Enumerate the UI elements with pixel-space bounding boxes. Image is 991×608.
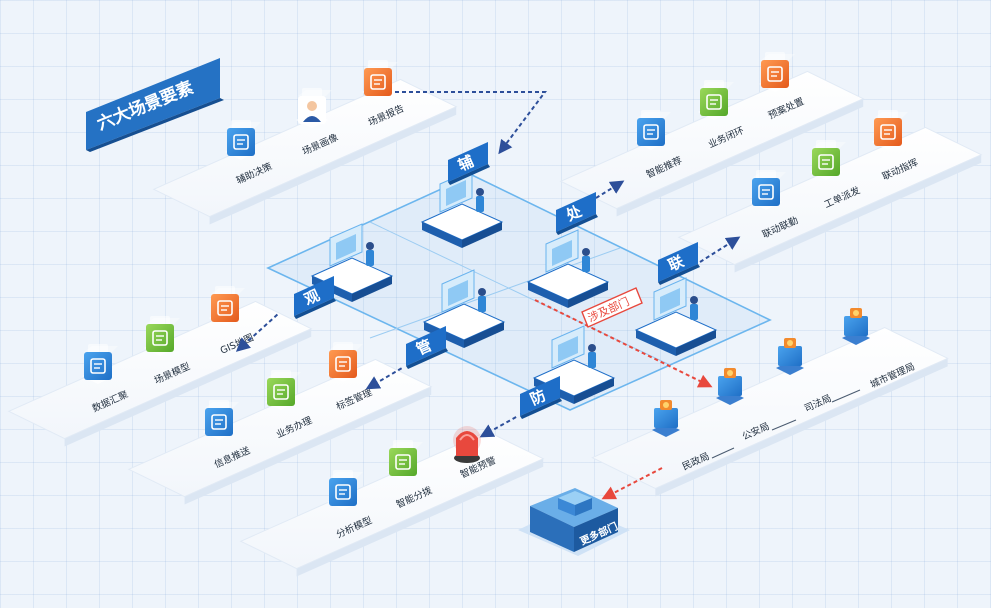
central-label-guan-observe-text: 观 xyxy=(301,286,322,309)
central-label-lian: 联 xyxy=(658,242,700,285)
panel-fang-icon-0 xyxy=(327,470,363,510)
panel-guan-manage-icon-1 xyxy=(265,370,301,410)
diamond-axis-b xyxy=(369,247,621,339)
alarm-light-icon xyxy=(453,426,481,463)
central-label-guan-manage-text: 管 xyxy=(413,336,434,359)
panel-lian-icon-2 xyxy=(872,110,908,150)
panel-fu-icon-2 xyxy=(362,60,398,100)
panel-fang-icon-1 xyxy=(387,440,423,480)
station-core xyxy=(422,269,506,348)
connector-involved xyxy=(534,299,713,388)
station-fu xyxy=(420,169,504,248)
panel-chu-icon-1 xyxy=(698,80,734,120)
connector-lian xyxy=(699,236,741,263)
title-banner: 六大场景要素 xyxy=(86,58,224,152)
central-label-guan-manage: 管 xyxy=(406,326,448,369)
central-label-guan-observe: 观 xyxy=(294,276,336,319)
department-icon-1 xyxy=(716,368,744,405)
department-icon-2 xyxy=(776,338,804,375)
department-icon-3 xyxy=(842,308,870,345)
station-chu xyxy=(526,229,610,308)
central-label-fu-text: 辅 xyxy=(455,152,476,175)
connector-guan-observe xyxy=(235,313,279,352)
central-label-fang: 防 xyxy=(520,376,562,419)
panel-guan-manage-icon-2 xyxy=(327,342,363,382)
central-label-fu: 辅 xyxy=(448,142,490,185)
panel-lian-icon-1 xyxy=(810,140,846,180)
panel-guan-observe-icon-2 xyxy=(209,286,245,326)
more-departments-block: 更多部门 xyxy=(518,488,630,556)
connector-chu xyxy=(595,180,625,199)
panel-guan-observe-icon-0 xyxy=(82,344,118,384)
station-lian xyxy=(634,277,718,356)
panel-lian-icon-0 xyxy=(750,170,786,210)
central-label-fang-text: 防 xyxy=(527,386,548,409)
panel-fu-icon-0 xyxy=(225,120,261,160)
connector-fu xyxy=(395,91,547,155)
panel-guan-observe-icon-1 xyxy=(144,316,180,356)
department-icon-0 xyxy=(652,400,680,437)
panel-guan-manage-icon-0 xyxy=(203,400,239,440)
central-label-chu: 处 xyxy=(556,192,598,235)
panel-fu-icon-1 xyxy=(296,88,332,128)
panel-chu-icon-0 xyxy=(635,110,671,150)
connector-more xyxy=(601,467,663,500)
panel-chu-icon-2 xyxy=(759,52,795,92)
